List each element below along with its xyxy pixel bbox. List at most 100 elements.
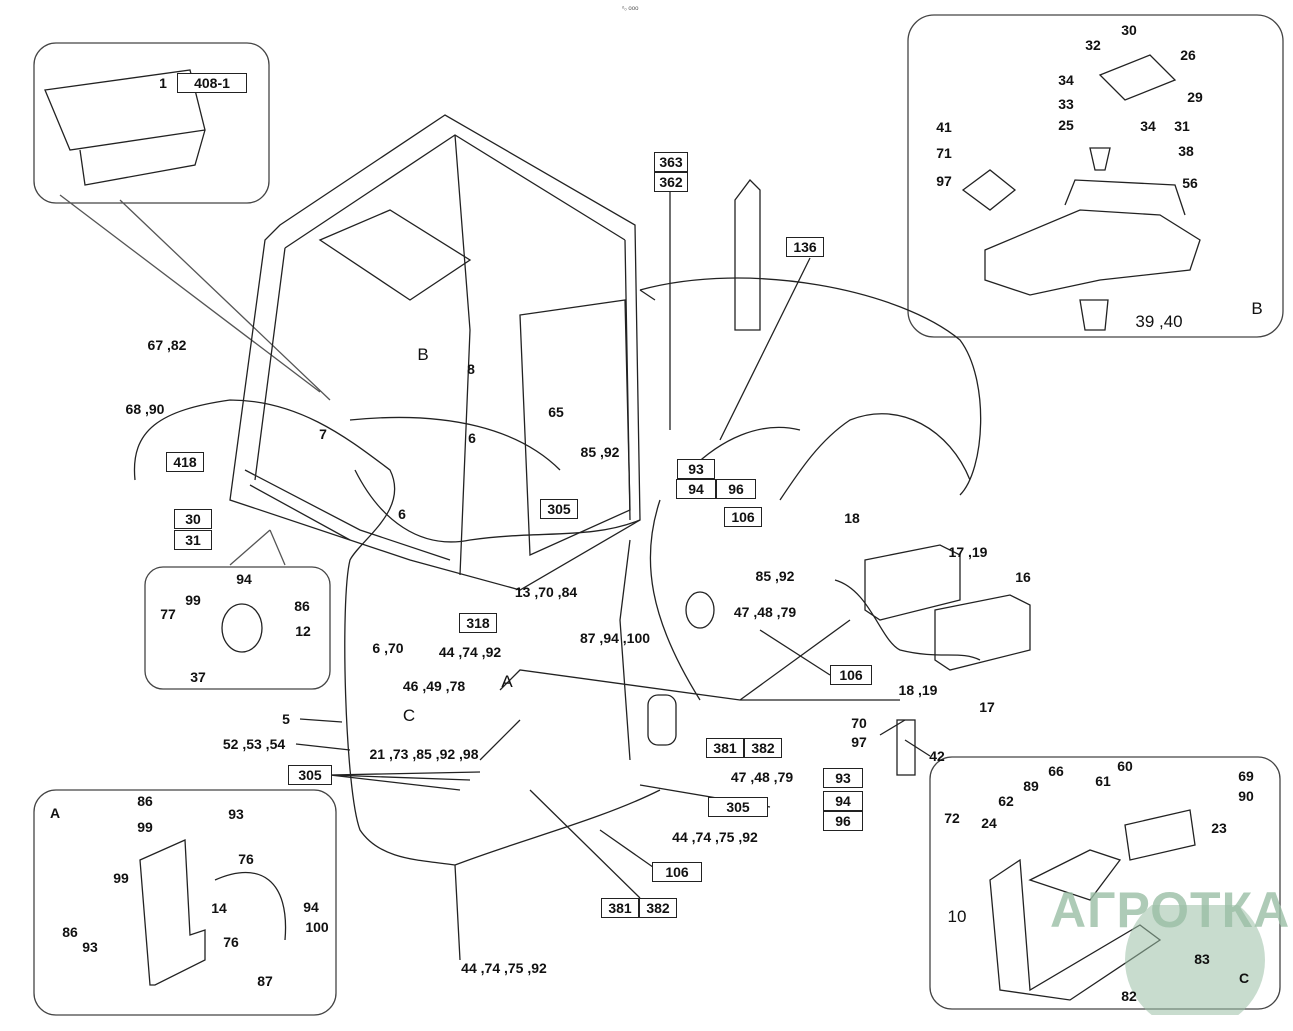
callout-label: 23 [1211, 820, 1227, 836]
callout-label: 52 ,53 ,54 [222, 736, 286, 752]
callout-label: B [417, 345, 429, 364]
callout-label: 33 [1058, 96, 1074, 112]
reference-box: 106 [652, 862, 702, 882]
callout-label: 17 ,19 [948, 544, 988, 560]
callout-label: B [1251, 299, 1263, 318]
callout-label: 1 [159, 75, 167, 91]
reference-box: 31 [174, 530, 212, 550]
callout-label: A [49, 805, 61, 821]
callout-label: C [402, 706, 416, 725]
callout-label: 44 ,74 ,92 [438, 644, 502, 660]
callout-label: 44 ,74 ,75 ,92 [672, 829, 758, 845]
reference-box: 136 [786, 237, 824, 257]
reference-box: 382 [639, 898, 677, 918]
callout-label: 42 [929, 748, 945, 764]
callout-label: 6 [398, 506, 406, 522]
watermark-logo [1080, 890, 1280, 1030]
callout-label: 46 ,49 ,78 [402, 678, 466, 694]
reference-box: 382 [744, 738, 782, 758]
callout-label: 85 ,92 [580, 444, 620, 460]
callout-label: 60 [1117, 758, 1133, 774]
callout-label: 61 [1095, 773, 1111, 789]
callout-label: 8 [467, 361, 475, 377]
callout-label: 47 ,48 ,79 [730, 769, 794, 785]
callout-label: 34 [1058, 72, 1074, 88]
callout-label: 13 ,70 ,84 [514, 584, 578, 600]
callout-label: 93 [228, 806, 244, 822]
reference-box: 305 [708, 797, 768, 817]
reference-box: 93 [677, 459, 715, 479]
callout-label: 94 [303, 899, 319, 915]
callout-label: 16 [1015, 569, 1031, 585]
callout-label: 24 [981, 815, 997, 831]
detail-panel-a [33, 789, 337, 1016]
reference-box: 106 [724, 507, 762, 527]
callout-label: 67 ,82 [147, 337, 187, 353]
callout-label: 99 [113, 870, 129, 886]
callout-label: 77 [160, 606, 176, 622]
callout-label: 83 [1194, 951, 1210, 967]
callout-label: 69 [1238, 768, 1254, 784]
callout-label: 32 [1085, 37, 1101, 53]
callout-label: 99 [185, 592, 201, 608]
reference-box: 305 [288, 765, 332, 785]
callout-label: 29 [1187, 89, 1203, 105]
reference-box: 106 [830, 665, 872, 685]
callout-label: 30 [1121, 22, 1137, 38]
callout-label: 34 [1140, 118, 1156, 134]
callout-label: 18 ,19 [898, 682, 938, 698]
cab-outline [229, 114, 641, 591]
reference-box: 381 [706, 738, 744, 758]
reference-box: 305 [540, 499, 578, 519]
reference-box: 94 [676, 479, 716, 499]
callout-label: 100 [305, 919, 329, 935]
sheet-code: ᵒ₀ ooo [622, 6, 639, 12]
callout-label: 93 [82, 939, 98, 955]
callout-label: 65 [548, 404, 564, 420]
callout-label: 76 [223, 934, 239, 950]
callout-label: 26 [1180, 47, 1196, 63]
callout-label: 21 ,73 ,85 ,92 ,98 [369, 746, 479, 762]
reference-box: 362 [654, 172, 688, 192]
callout-label: 6 [468, 430, 476, 446]
reference-box: 96 [716, 479, 756, 499]
callout-label: 56 [1182, 175, 1198, 191]
watermark-logo-text: АГРОТКА [1050, 882, 1291, 938]
callout-label: 38 [1178, 143, 1194, 159]
callout-label: 25 [1058, 117, 1074, 133]
callout-label: 71 [936, 145, 952, 161]
callout-label: 99 [137, 819, 153, 835]
callout-label: 14 [211, 900, 227, 916]
callout-label: 68 ,90 [125, 401, 165, 417]
callout-label: 12 [295, 623, 311, 639]
callout-label: 70 [851, 715, 867, 731]
reference-box: 93 [823, 768, 863, 788]
callout-label: 10 [947, 907, 967, 926]
detail-panel-b [907, 14, 1284, 338]
reference-box: 381 [601, 898, 639, 918]
reference-box: 408-1 [177, 73, 247, 93]
callout-label: 66 [1048, 763, 1064, 779]
reference-box: 318 [459, 613, 497, 633]
callout-label: 86 [62, 924, 78, 940]
callout-label: 97 [851, 734, 867, 750]
callout-label: 76 [238, 851, 254, 867]
callout-label: 87 ,94 ,100 [579, 630, 651, 646]
callout-label: 6 ,70 [372, 640, 404, 656]
callout-label: 72 [944, 810, 960, 826]
callout-label: 39 ,40 [1135, 312, 1183, 331]
reference-box: 30 [174, 509, 212, 529]
callout-label: 62 [998, 793, 1014, 809]
callout-label: 7 [319, 426, 327, 442]
detail-panel-horn [144, 566, 331, 690]
callout-label: 85 ,92 [755, 568, 795, 584]
reference-box: 363 [654, 152, 688, 172]
reference-box: 96 [823, 811, 863, 831]
callout-label: 97 [936, 173, 952, 189]
callout-label: C [1238, 970, 1250, 986]
callout-label: 17 [979, 699, 995, 715]
callout-label: 87 [257, 973, 273, 989]
callout-label: 89 [1023, 778, 1039, 794]
